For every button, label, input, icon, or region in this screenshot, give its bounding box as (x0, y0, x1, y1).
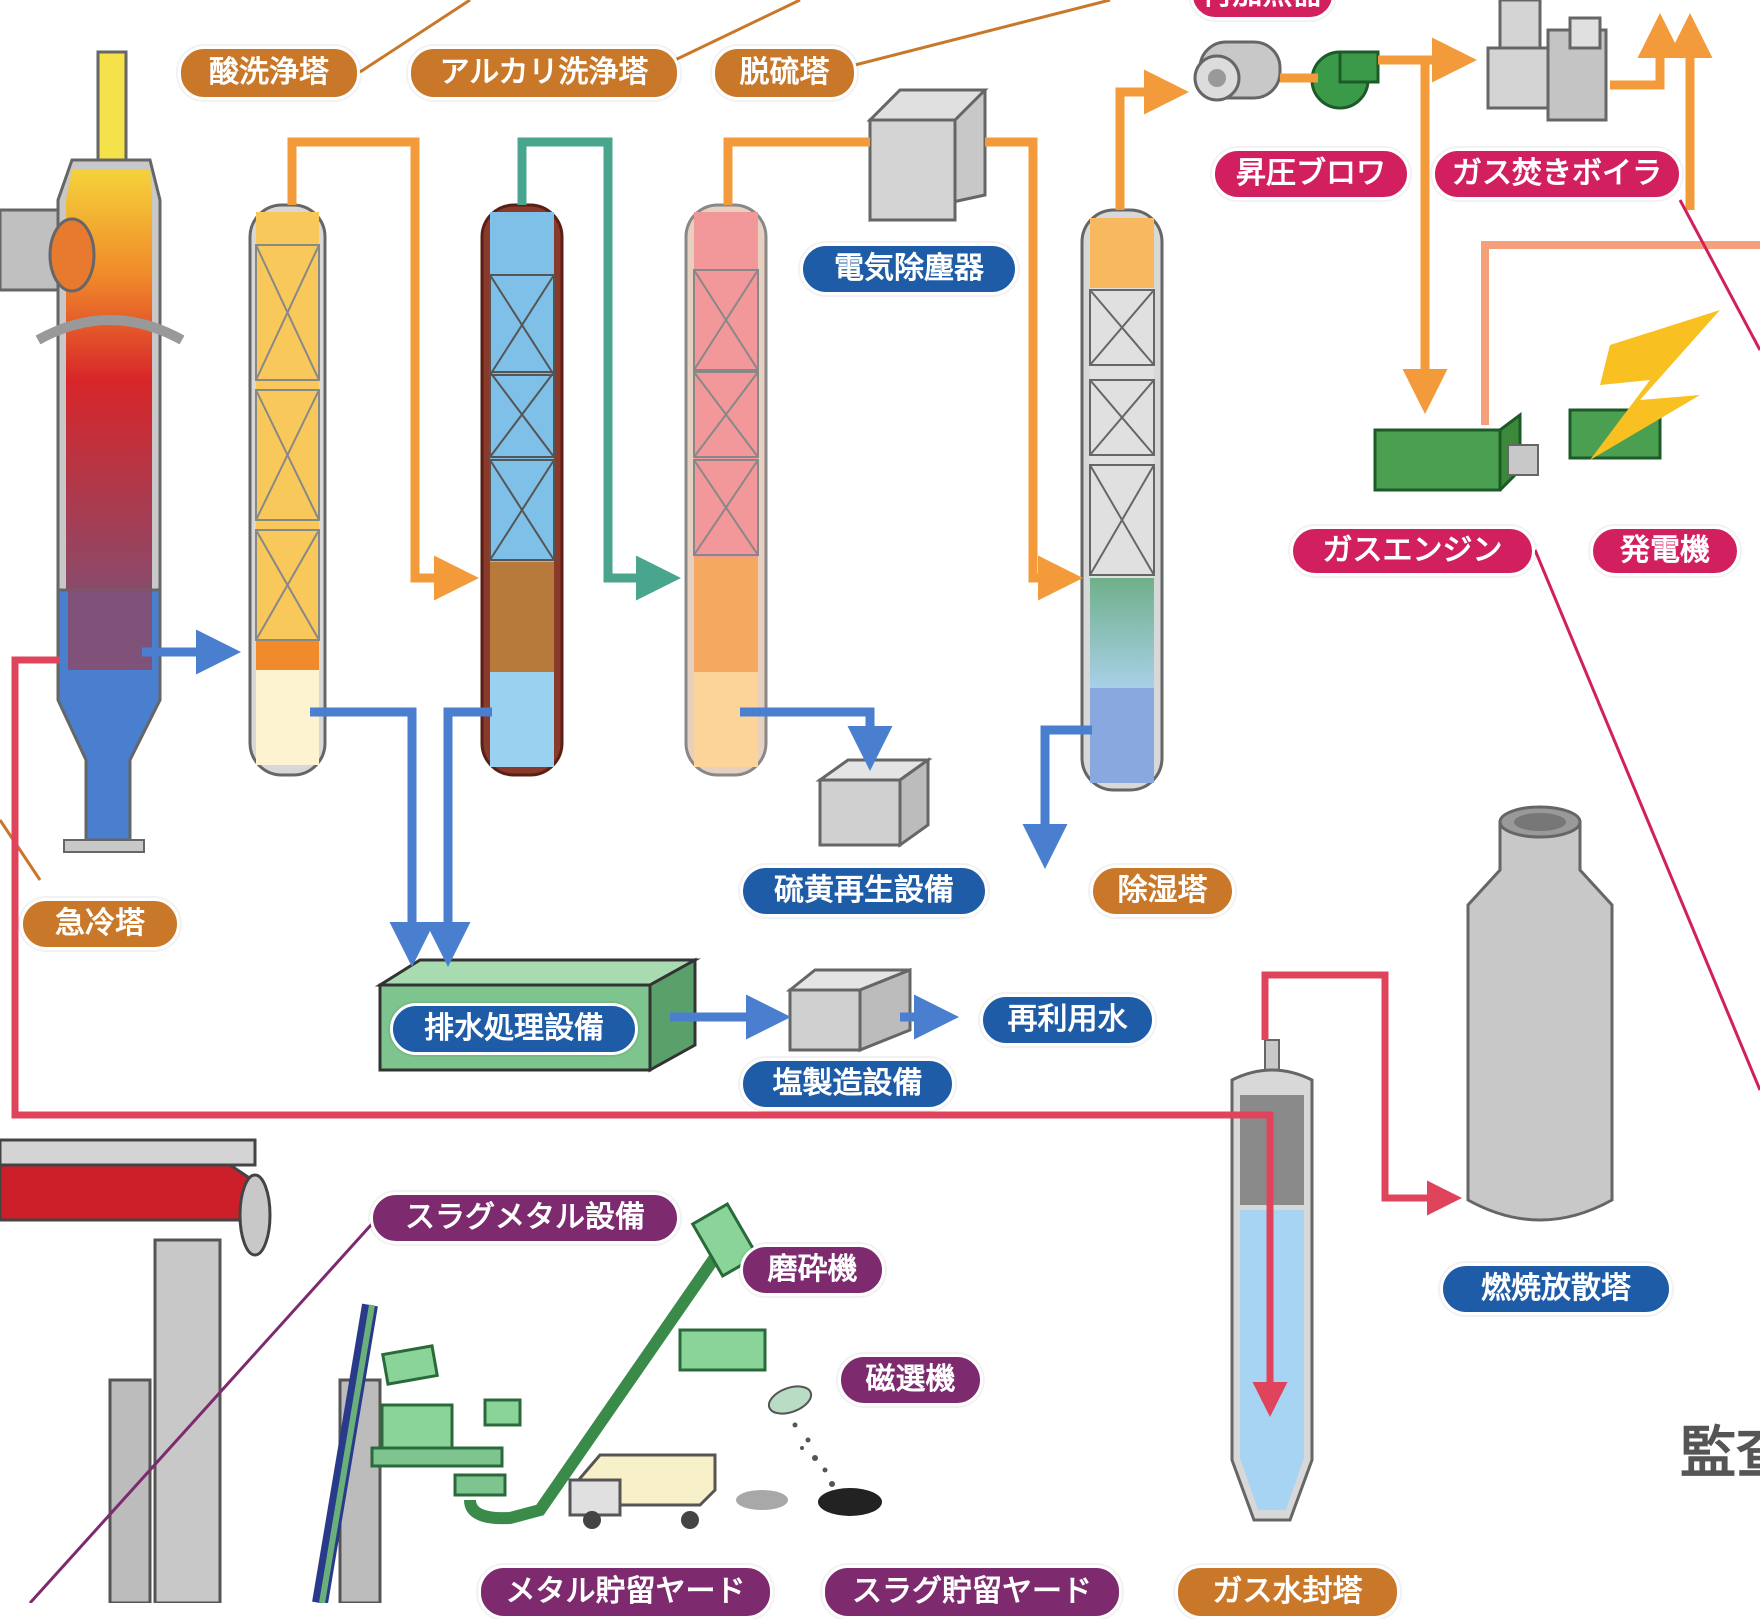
desulfurization-tower-vessel (686, 205, 766, 775)
sulfur-recovery-unit (820, 760, 928, 845)
corner-heading: 監查 (1680, 1408, 1760, 1489)
label-gas-water-seal-tower: ガス水封塔 (1175, 1565, 1400, 1619)
acid-wash-tower-vessel (250, 205, 325, 775)
gas-boiler-unit (1488, 0, 1606, 120)
gas-engine-unit (1375, 415, 1520, 490)
dehumidifier-tower-vessel (1082, 210, 1162, 790)
precipitator-unit (870, 90, 985, 220)
label-alkali-wash-tower: アルカリ洗浄塔 (408, 46, 680, 100)
label-magnetic-separator: 磁選機 (838, 1354, 983, 1406)
generator-unit (1508, 310, 1720, 475)
label-gas-engine: ガスエンジン (1290, 526, 1535, 576)
combustion-stack-unit (1468, 807, 1612, 1220)
label-sulfur-recovery: 硫黄再生設備 (740, 865, 988, 917)
salt-production-unit (790, 970, 910, 1050)
label-gas-boiler: ガス焚きボイラ (1432, 148, 1682, 200)
label-reheater: 再加熱器 (1190, 0, 1335, 20)
label-wastewater-treatment: 排水処理設備 (390, 1003, 638, 1055)
label-salt-production: 塩製造設備 (740, 1058, 955, 1110)
label-reused-water: 再利用水 (980, 994, 1155, 1046)
label-grinder: 磨砕機 (740, 1244, 885, 1296)
booster-blower-unit (1312, 52, 1378, 108)
label-quench-tower: 急冷塔 (20, 898, 180, 950)
label-dehumidifier-tower: 除湿塔 (1090, 865, 1235, 917)
label-electrostatic-precipitator: 電気除塵器 (800, 243, 1018, 295)
label-booster-blower: 昇圧ブロワ (1212, 148, 1410, 200)
label-desulfurization-tower: 脱硫塔 (712, 46, 857, 100)
label-slag-metal-facility: スラグメタル設備 (370, 1192, 680, 1244)
label-slag-storage-yard: スラグ貯留ヤード (822, 1565, 1122, 1619)
quench-tower (0, 52, 182, 852)
label-metal-storage-yard: メタル貯留ヤード (478, 1565, 773, 1619)
alkali-wash-tower-vessel (482, 205, 562, 775)
label-acid-wash-tower: 酸洗浄塔 (178, 46, 360, 100)
label-generator: 発電機 (1590, 526, 1740, 576)
reheater-unit (1195, 42, 1280, 100)
label-combustion-stack: 燃焼放散塔 (1440, 1263, 1672, 1315)
